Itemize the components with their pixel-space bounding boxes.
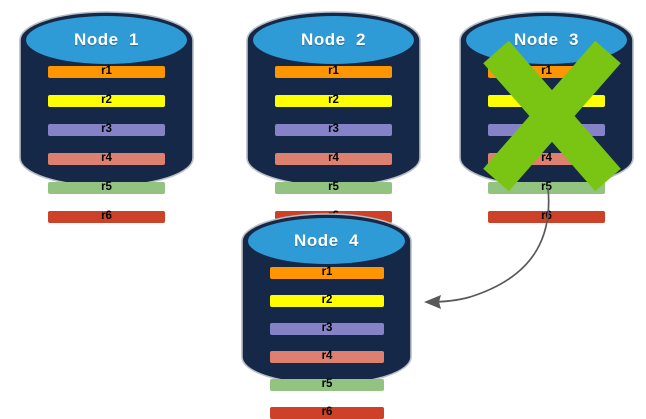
node-4-replica-r5[interactable]: r5 xyxy=(270,379,384,391)
node-1-replica-r4[interactable]: r4 xyxy=(48,153,165,165)
node-4-replica-r2[interactable]: r2 xyxy=(270,295,384,307)
node-1-replica-r5[interactable]: r5 xyxy=(48,182,165,194)
node-2-replica-r2[interactable]: r2 xyxy=(275,95,392,107)
node-3-replica-r4[interactable]: r4 xyxy=(488,153,605,165)
node-2-replica-r4[interactable]: r4 xyxy=(275,153,392,165)
node-3-top-disc xyxy=(466,16,627,64)
node-3-replica-r1[interactable]: r1 xyxy=(488,66,605,78)
node-2-top-disc xyxy=(253,16,414,64)
node-2-replica-r3[interactable]: r3 xyxy=(275,124,392,136)
node-4-top-disc xyxy=(248,218,405,264)
node-3-replica-r2[interactable]: r2 xyxy=(488,95,605,107)
node-2-replica-r1[interactable]: r1 xyxy=(275,66,392,78)
node-3-replica-r6[interactable]: r6 xyxy=(488,211,605,223)
node-4-replica-r4[interactable]: r4 xyxy=(270,351,384,363)
node-3-replica-r5[interactable]: r5 xyxy=(488,182,605,194)
node-4-replica-r6[interactable]: r6 xyxy=(270,407,384,419)
node-1-replica-r2[interactable]: r2 xyxy=(48,95,165,107)
node-3-replica-r3[interactable]: r3 xyxy=(488,124,605,136)
node-1-replica-r3[interactable]: r3 xyxy=(48,124,165,136)
node-1-replica-r1[interactable]: r1 xyxy=(48,66,165,78)
node-4-replica-r3[interactable]: r3 xyxy=(270,323,384,335)
node-1-top-disc xyxy=(26,16,187,64)
node-2[interactable]: Node 2r1r2r3r4r5r6 xyxy=(245,10,422,223)
node-1-replica-r6[interactable]: r6 xyxy=(48,211,165,223)
node-4-replica-r1[interactable]: r1 xyxy=(270,267,384,279)
node-2-replica-r5[interactable]: r5 xyxy=(275,182,392,194)
